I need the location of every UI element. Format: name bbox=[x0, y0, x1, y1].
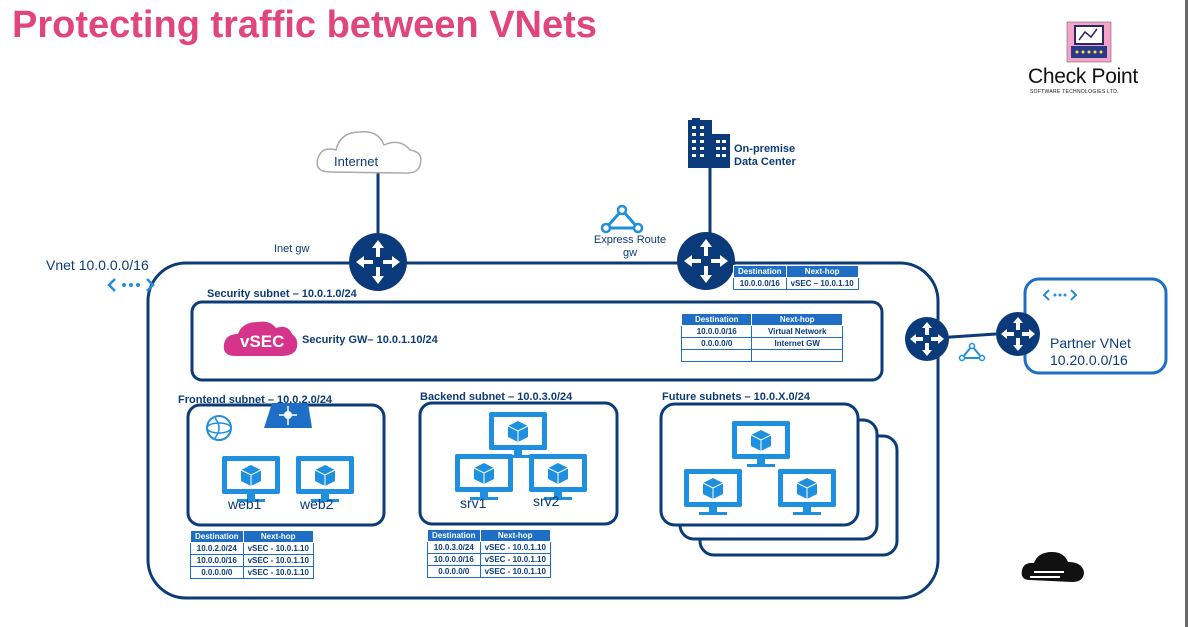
web-app-icon bbox=[206, 415, 232, 441]
srv1-vm-icon bbox=[454, 453, 514, 501]
route-table-cell bbox=[680, 349, 753, 362]
partner-vnet-label: Partner VNet 10.20.0.0/16 bbox=[1050, 335, 1131, 368]
route-table-cell: vSEC - 10.0.1.10 bbox=[479, 565, 551, 578]
route-table-cell bbox=[751, 349, 843, 362]
route-table-cell: 0.0.0.0/0 bbox=[427, 565, 481, 578]
future-subnets-label: Future subnets – 10.0.X.0/24 bbox=[662, 391, 810, 403]
frontend-subnet-label: Frontend subnet – 10.0.2.0/24 bbox=[178, 394, 333, 406]
backend-vm-top-icon bbox=[488, 411, 548, 459]
route-table-cell: 10.0.3.0/24 bbox=[427, 541, 481, 554]
route-table-cell: 0.0.0.0/0 bbox=[680, 337, 753, 350]
slide-edge bbox=[1185, 0, 1188, 627]
route-table-header-cell: Next-hop bbox=[785, 265, 859, 278]
route-table-header-cell: Next-hop bbox=[242, 530, 314, 543]
vnet-label: Vnet 10.0.0.0/16 bbox=[46, 257, 149, 273]
route-table-header-cell: Destination bbox=[733, 265, 787, 278]
route-table-cell: vSEC - 10.0.1.10 bbox=[242, 542, 314, 555]
route-table-cell: Internet GW bbox=[751, 337, 843, 350]
route-table-cell: 10.0.0.0/16 bbox=[680, 325, 753, 338]
route-table-cell: 10.0.0.0/16 bbox=[733, 277, 787, 290]
check-point-logo-icon bbox=[1066, 21, 1112, 63]
express-route-label: Express Route gw bbox=[593, 234, 667, 259]
route-table-cell: 10.0.0.0/16 bbox=[427, 553, 481, 566]
logo-name: Check Point bbox=[1028, 65, 1138, 88]
security-gw-label: Security GW– 10.0.1.10/24 bbox=[302, 334, 438, 346]
backend-subnet-label: Backend subnet – 10.0.3.0/24 bbox=[420, 391, 573, 403]
internet-cloud-icon bbox=[316, 131, 422, 174]
logo-subtitle: SOFTWARE TECHNOLOGIES LTD. bbox=[1030, 89, 1119, 95]
security-subnet-label: Security subnet – 10.0.1.0/24 bbox=[207, 288, 357, 300]
route-table-cell: vSEC - 10.0.1.10 bbox=[479, 541, 551, 554]
route-table-header-cell: Destination bbox=[190, 530, 244, 543]
route-table-header-cell: Destination bbox=[427, 529, 481, 542]
route-table-cell: vSEC – 10.0.1.10 bbox=[785, 277, 859, 290]
azure-cloud-icon bbox=[1021, 552, 1084, 582]
route-table-header-cell: Next-hop bbox=[751, 313, 843, 326]
route-table-row bbox=[680, 349, 843, 362]
vsec-cloud-icon bbox=[223, 321, 298, 356]
inet-gw-router-icon bbox=[349, 233, 407, 291]
route-table-header-cell: Next-hop bbox=[479, 529, 551, 542]
srv1-label: srv1 bbox=[460, 495, 487, 511]
web2-label: web2 bbox=[300, 496, 334, 512]
route-table-cell: vSEC - 10.0.1.10 bbox=[242, 566, 314, 579]
vsec-brand-label: vSEC bbox=[240, 332, 285, 351]
backend-subnet-box bbox=[418, 401, 619, 526]
route-table-cell: vSEC - 10.0.1.10 bbox=[479, 553, 551, 566]
vnet-icon bbox=[107, 278, 155, 292]
route-table-cell: 0.0.0.0/0 bbox=[190, 566, 244, 579]
partner-vnet-icon bbox=[1042, 289, 1078, 301]
check-point-logo: Check Point SOFTWARE TECHNOLOGIES LTD. bbox=[1028, 20, 1158, 100]
express-route-gw-router-icon bbox=[677, 232, 735, 290]
route-table-cell: 10.0.0.0/16 bbox=[190, 554, 244, 567]
express-route-icon bbox=[600, 204, 644, 234]
web1-label: web1 bbox=[228, 496, 262, 512]
route-table-cell: 10.0.2.0/24 bbox=[190, 542, 244, 555]
srv2-label: srv2 bbox=[533, 493, 560, 509]
vnet-peering-router-icon bbox=[905, 317, 949, 361]
inet-gw-label: Inet gw bbox=[274, 243, 310, 255]
route-table-header-cell: Destination bbox=[680, 313, 753, 326]
slide-title: Protecting traffic between VNets bbox=[12, 4, 597, 46]
load-balancer-icon bbox=[264, 403, 312, 428]
partner-router-icon bbox=[996, 312, 1040, 356]
internet-label: Internet bbox=[334, 154, 379, 169]
building-icon bbox=[688, 118, 730, 168]
route-table-cell: vSEC - 10.0.1.10 bbox=[242, 554, 314, 567]
security-subnet-box bbox=[190, 300, 884, 382]
peering-connection-icon bbox=[958, 342, 986, 362]
route-table-cell: Virtual Network bbox=[751, 325, 843, 338]
onprem-label: On-premise Data Center bbox=[734, 143, 796, 168]
vnet-container bbox=[146, 261, 940, 600]
